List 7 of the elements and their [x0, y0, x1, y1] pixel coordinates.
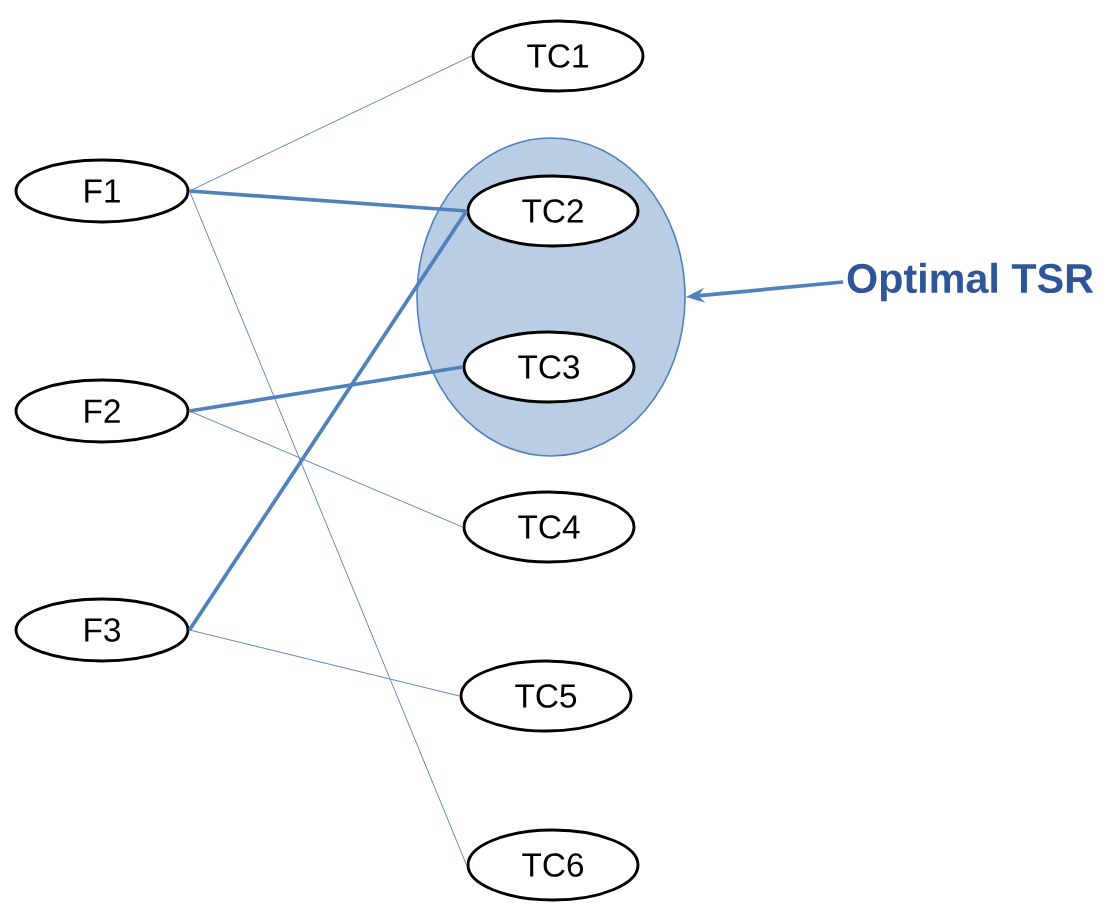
callout-text: Optimal TSR	[847, 262, 1094, 302]
connector-line	[189, 189, 467, 213]
connector-line	[189, 629, 460, 697]
connector-line	[189, 190, 467, 866]
connector-line	[189, 410, 463, 528]
connector-line	[189, 365, 463, 413]
connector-line	[187, 209, 469, 632]
